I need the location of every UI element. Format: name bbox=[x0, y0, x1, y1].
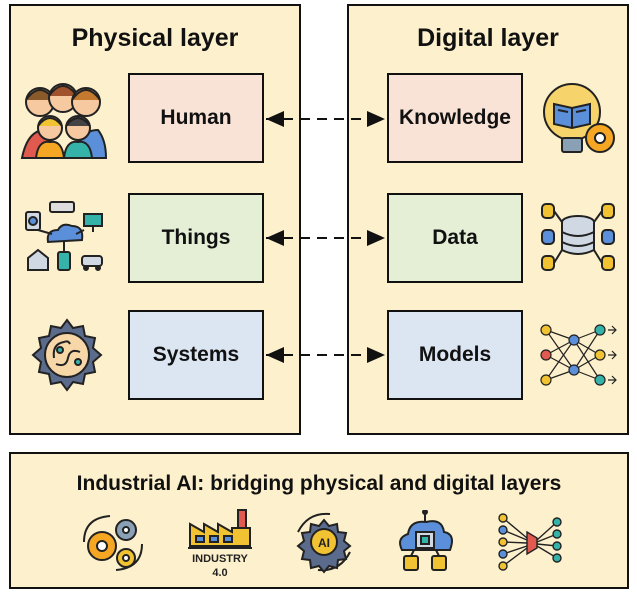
industry-caption: INDUSTRY bbox=[192, 553, 248, 565]
book-bulb-gear-icon bbox=[543, 83, 615, 153]
data-label: Data bbox=[432, 226, 478, 249]
industry-4-icon: INDUSTRY 4.0 bbox=[188, 509, 252, 579]
digital-layer-title: Digital layer bbox=[417, 24, 559, 52]
iot-devices-icon bbox=[25, 201, 103, 271]
systems-box: Systems bbox=[128, 310, 264, 400]
models-box: Models bbox=[387, 310, 523, 400]
people-group-icon bbox=[20, 83, 108, 159]
things-label: Things bbox=[161, 226, 231, 249]
neural-funnel-icon bbox=[498, 513, 562, 571]
human-box: Human bbox=[128, 73, 264, 163]
models-label: Models bbox=[418, 343, 492, 366]
ai-gear-icon: AI bbox=[296, 512, 352, 574]
neural-network-icon bbox=[540, 324, 617, 386]
knowledge-label: Knowledge bbox=[398, 106, 511, 129]
cloud-chip-icon bbox=[399, 510, 453, 571]
gears-cycle-icon bbox=[83, 515, 143, 571]
brain-gear-icon bbox=[31, 318, 103, 392]
industry-version: 4.0 bbox=[212, 567, 227, 579]
industrial-ai-title: Industrial AI: bridging physical and dig… bbox=[76, 472, 562, 495]
ai-badge: AI bbox=[318, 536, 330, 550]
physical-layer-title: Physical layer bbox=[71, 24, 239, 52]
things-box: Things bbox=[128, 193, 264, 283]
database-network-icon bbox=[541, 203, 615, 271]
data-box: Data bbox=[387, 193, 523, 283]
human-label: Human bbox=[160, 106, 232, 129]
systems-label: Systems bbox=[152, 343, 240, 366]
knowledge-box: Knowledge bbox=[387, 73, 523, 163]
